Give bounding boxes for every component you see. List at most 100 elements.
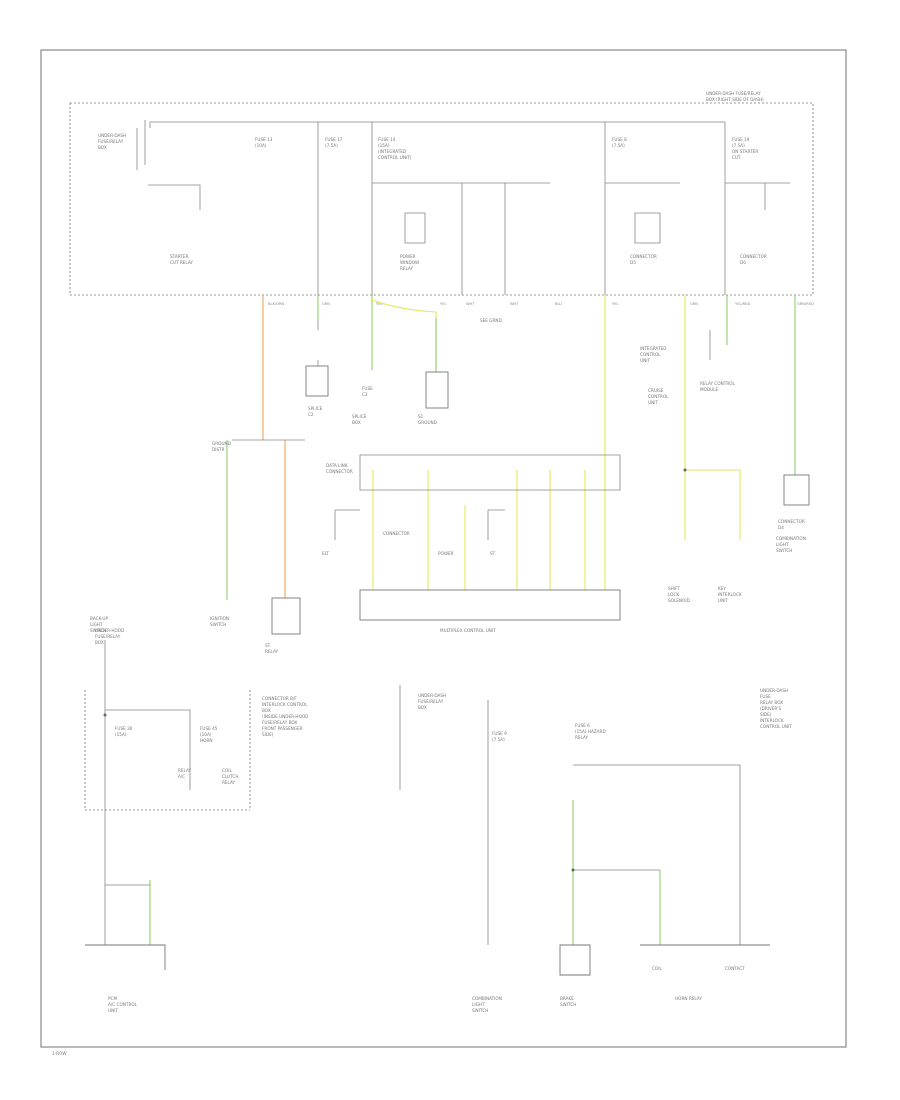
svg-text:CUT: CUT — [732, 155, 741, 160]
svg-text:SPLICE: SPLICE — [352, 414, 367, 419]
svg-text:COIL: COIL — [222, 768, 232, 773]
svg-text:POWER: POWER — [400, 254, 416, 259]
svg-text:ON STARTER: ON STARTER — [732, 149, 758, 154]
svg-text:ST: ST — [265, 643, 271, 648]
fuse-box-outline — [69, 102, 814, 296]
svg-text:INTERLOCK: INTERLOCK — [718, 592, 742, 597]
svg-text:RELAY: RELAY — [400, 266, 414, 271]
wires — [149, 295, 796, 945]
component-connector-d4 — [783, 474, 810, 506]
wire-yellow-diag — [371, 299, 437, 375]
right-mid-labels: INTEGRATED CONTROL UNIT COMBINATION LIGH… — [640, 346, 806, 603]
component-brake-switch — [559, 944, 591, 976]
lower-left-labels: UNDER-HOOD FUSE/RELAY BOX FUSE 30 (15A) … — [95, 628, 308, 1013]
svg-text:(15A) HAZARD: (15A) HAZARD — [575, 729, 606, 734]
svg-text:RELAY BOX: RELAY BOX — [760, 700, 783, 705]
bus-drops — [317, 122, 726, 295]
svg-text:(15A): (15A) — [378, 143, 390, 148]
relay-branch-c — [605, 182, 790, 210]
svg-text:GROUND: GROUND — [418, 420, 437, 425]
svg-text:A/C: A/C — [178, 774, 185, 779]
svg-text:MODULE: MODULE — [700, 387, 719, 392]
svg-text:UNDER-DASH: UNDER-DASH — [760, 688, 788, 693]
svg-text:GROUND: GROUND — [212, 441, 231, 446]
svg-text:SPLICE: SPLICE — [308, 406, 323, 411]
svg-text:BACK-UP: BACK-UP — [90, 616, 108, 621]
svg-text:BRAKE: BRAKE — [560, 996, 574, 1001]
svg-text:FUSE 6: FUSE 6 — [575, 723, 590, 728]
svg-text:MULTIPLEX CONTROL UNIT: MULTIPLEX CONTROL UNIT — [440, 628, 496, 633]
svg-text:RELAY CONTROL: RELAY CONTROL — [700, 381, 736, 386]
svg-text:(DRIVER'S: (DRIVER'S — [760, 706, 782, 711]
svg-text:FUSE 8: FUSE 8 — [612, 137, 627, 142]
svg-text:YEL: YEL — [612, 302, 618, 306]
svg-text:RELAY: RELAY — [178, 768, 192, 773]
svg-text:YEL: YEL — [440, 302, 446, 306]
svg-text:C2: C2 — [308, 412, 314, 417]
svg-text:BOX: BOX — [418, 705, 427, 710]
svg-text:SWITCH: SWITCH — [776, 548, 792, 553]
svg-text:(INTEGRATED: (INTEGRATED — [378, 149, 406, 154]
relay-coil-2 — [634, 212, 661, 244]
components — [85, 365, 810, 976]
svg-text:(10A): (10A) — [200, 732, 212, 737]
svg-text:FUSE 45: FUSE 45 — [200, 726, 218, 731]
svg-text:D6: D6 — [740, 260, 746, 265]
svg-text:SOLENOID: SOLENOID — [668, 598, 690, 603]
svg-text:FUSE/RELAY: FUSE/RELAY — [98, 139, 124, 144]
svg-text:DISTR: DISTR — [212, 447, 225, 452]
svg-text:HORN RELAY: HORN RELAY — [675, 996, 702, 1001]
relay-branch-a — [148, 184, 201, 210]
svg-text:WINDOW: WINDOW — [400, 260, 419, 265]
svg-text:BLK/ORN: BLK/ORN — [268, 302, 284, 306]
svg-text:CLUTCH: CLUTCH — [222, 774, 239, 779]
svg-text:ST: ST — [490, 551, 496, 556]
svg-text:FUSE 30: FUSE 30 — [115, 726, 133, 731]
svg-text:RELAY: RELAY — [575, 735, 589, 740]
svg-text:COMBINATION: COMBINATION — [472, 996, 502, 1001]
svg-text:CONNECTOR: CONNECTOR — [326, 469, 353, 474]
svg-text:(INSIDE UNDER-HOOD: (INSIDE UNDER-HOOD — [262, 714, 308, 719]
svg-text:FUSE/RELAY BOX: FUSE/RELAY BOX — [262, 720, 297, 725]
svg-text:CONTROL: CONTROL — [640, 352, 661, 357]
component-fuse-c3 — [305, 365, 329, 397]
svg-text:CONNECTOR: CONNECTOR — [630, 254, 657, 259]
svg-text:BOX: BOX — [262, 708, 271, 713]
svg-text:A/C CONTROL: A/C CONTROL — [108, 1002, 138, 1007]
svg-text:C3: C3 — [362, 392, 368, 397]
svg-text:LIGHT: LIGHT — [90, 622, 103, 627]
svg-text:SEE GRND: SEE GRND — [480, 318, 502, 323]
lower-right-labels: UNDER-DASH FUSE/RELAY BOX FUSE 9 (7.5A) … — [418, 688, 792, 1013]
svg-text:YEL/RED: YEL/RED — [735, 302, 750, 306]
left-labels: IGNITION SWITCH ST RELAY GROUND DISTR BA… — [90, 441, 279, 654]
svg-text:FUSE: FUSE — [760, 694, 771, 699]
svg-text:CONNECTOR: CONNECTOR — [383, 531, 410, 536]
svg-text:SIDE): SIDE) — [760, 712, 772, 717]
svg-text:RELAY: RELAY — [265, 649, 279, 654]
svg-text:CONTACT: CONTACT — [725, 966, 745, 971]
svg-text:(7.5A): (7.5A) — [492, 737, 505, 742]
svg-text:PCM: PCM — [108, 996, 117, 1001]
svg-text:CRUISE: CRUISE — [648, 388, 664, 393]
diagram-frame — [40, 49, 847, 1048]
wire-yellow-branch — [685, 469, 741, 540]
svg-text:CONTROL: CONTROL — [648, 394, 669, 399]
svg-text:GRN: GRN — [690, 302, 698, 306]
svg-text:(10A): (10A) — [255, 143, 267, 148]
svg-text:SWITCH: SWITCH — [560, 1002, 576, 1007]
power-bus — [149, 121, 725, 128]
svg-text:CONTROL UNIT): CONTROL UNIT) — [378, 155, 412, 160]
svg-text:COIL: COIL — [652, 966, 662, 971]
relay-branch-b — [372, 182, 550, 295]
relay-coil-1 — [404, 212, 426, 244]
svg-text:FUSE: FUSE — [362, 386, 373, 391]
svg-text:BOX: BOX — [352, 420, 361, 425]
svg-text:FUSE 17: FUSE 17 — [325, 137, 343, 142]
mid-labels: SPLICE C2 FUSE C3 SPLICE BOX S1 GROUND D… — [308, 381, 805, 530]
svg-text:FRONT PASSENGER: FRONT PASSENGER — [262, 726, 303, 731]
svg-text:COMBINATION: COMBINATION — [776, 536, 806, 541]
component-ground-s1 — [425, 371, 449, 409]
svg-text:LOCK: LOCK — [668, 592, 679, 597]
svg-text:GRN: GRN — [322, 302, 330, 306]
